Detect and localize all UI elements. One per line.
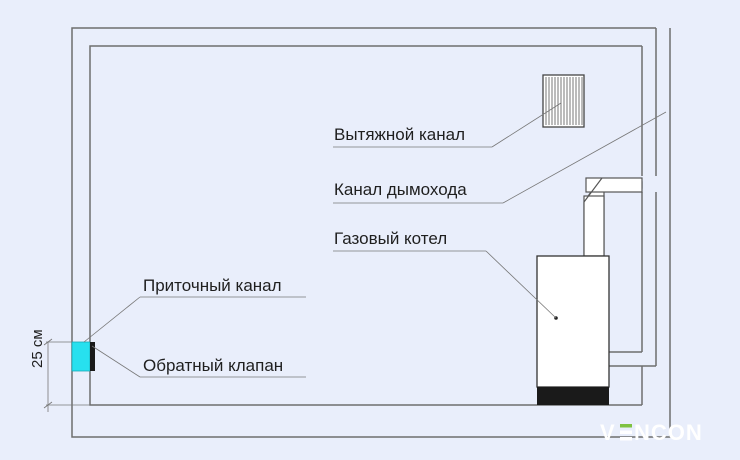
label-inlet-channel: Приточный канал xyxy=(143,276,282,295)
exhaust-grille xyxy=(542,74,585,128)
dimension-25cm: 25 см xyxy=(29,329,90,412)
flue-pipe xyxy=(583,177,643,257)
check-valve xyxy=(90,342,95,371)
logo-suffix: NCON xyxy=(634,420,703,445)
outer-wall xyxy=(71,27,671,438)
label-chimney-channel: Канал дымохода xyxy=(334,180,467,199)
leader-lines xyxy=(83,102,667,378)
chimney-shaft xyxy=(590,28,657,405)
logo-leaf-icon xyxy=(620,424,632,441)
inlet-channel xyxy=(71,341,95,372)
gas-boiler xyxy=(536,255,610,405)
logo-prefix: V xyxy=(600,420,616,445)
room-walls xyxy=(71,27,671,438)
inner-wall xyxy=(89,45,642,406)
label-check-valve: Обратный клапан xyxy=(143,356,283,375)
label-exhaust-channel: Вытяжной канал xyxy=(334,125,465,144)
vencon-logo: V NCON xyxy=(600,420,703,445)
labels: Вытяжной канал Канал дымохода Газовый ко… xyxy=(143,125,467,375)
label-gas-boiler: Газовый котел xyxy=(334,229,447,248)
dimension-label: 25 см xyxy=(29,329,46,368)
boiler-base xyxy=(537,387,609,405)
